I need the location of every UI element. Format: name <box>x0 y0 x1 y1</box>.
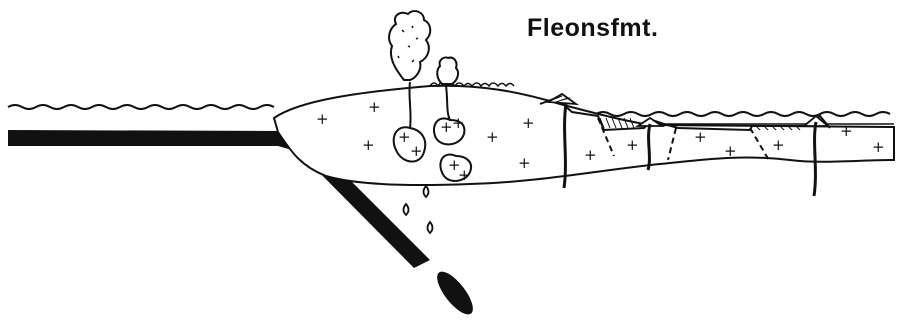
formation-label: Fleonsfmt. <box>527 14 658 43</box>
melt-droplet-1 <box>424 186 429 197</box>
svg-text:+: + <box>772 136 785 154</box>
melt-droplet-3 <box>428 222 433 233</box>
svg-text:+: + <box>872 138 885 156</box>
svg-text:+: + <box>724 142 737 160</box>
svg-text:+: + <box>458 166 471 184</box>
svg-text:+: + <box>518 154 531 172</box>
svg-text:+: + <box>398 128 411 146</box>
svg-text:+: + <box>316 110 329 128</box>
dike-1 <box>564 104 566 188</box>
svg-text:+: + <box>522 114 535 132</box>
sea-surface-line-right <box>596 112 890 116</box>
horst-peak-1 <box>548 94 576 104</box>
volcanic-plume-large <box>389 11 430 80</box>
svg-text:+: + <box>626 136 639 154</box>
svg-text:+: + <box>584 146 597 164</box>
dike-2 <box>648 124 650 170</box>
svg-text:+: + <box>368 98 381 116</box>
svg-text:+: + <box>440 118 453 136</box>
conduit-1 <box>409 82 410 128</box>
dike-3 <box>814 122 816 196</box>
svg-text:+: + <box>362 136 375 154</box>
svg-text:+: + <box>452 114 465 132</box>
melt-droplet-2 <box>404 204 409 215</box>
sea-surface-line <box>8 105 274 109</box>
svg-text:+: + <box>840 122 853 140</box>
svg-text:+: + <box>410 142 423 160</box>
slab-fragment <box>431 266 479 319</box>
volcanic-plume-small <box>437 57 458 84</box>
svg-text:+: + <box>486 128 499 146</box>
svg-text:+: + <box>694 128 707 146</box>
